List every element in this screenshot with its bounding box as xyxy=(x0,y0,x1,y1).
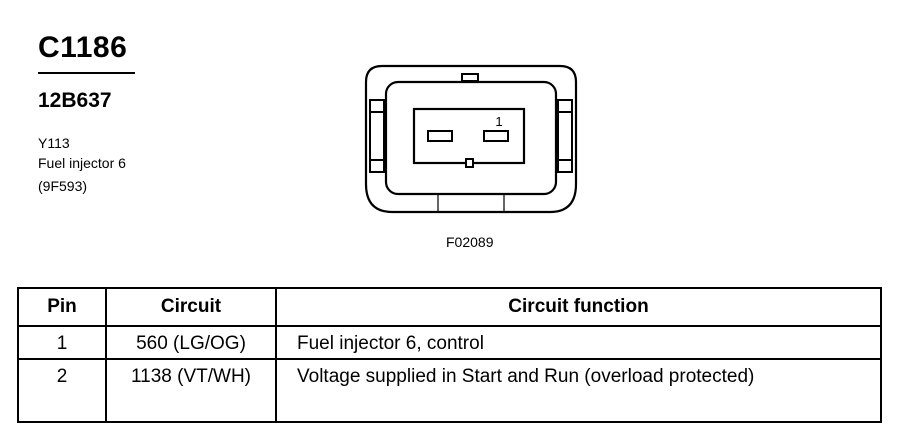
pin-table: Pin Circuit Circuit function 1 560 (LG/O… xyxy=(17,287,882,423)
location-code: Y113 xyxy=(38,135,70,151)
header-circuit-function: Circuit function xyxy=(275,287,882,327)
table-row: 2 1138 (VT/WH) Voltage supplied in Start… xyxy=(17,358,882,423)
right-side-ribs xyxy=(557,99,573,173)
header-circuit: Circuit xyxy=(105,287,277,327)
figure-code: F02089 xyxy=(446,234,494,250)
pin-cell: 1 xyxy=(17,325,107,360)
component-number: (9F593) xyxy=(38,178,88,194)
connector-id-underline xyxy=(38,72,135,74)
circuit-cell: 560 (LG/OG) xyxy=(105,325,277,360)
terminal-1 xyxy=(483,130,509,142)
connector-face-diagram: 1 xyxy=(364,64,578,214)
table-header-row: Pin Circuit Circuit function xyxy=(17,287,882,327)
latch-tab xyxy=(461,73,479,82)
pin-cell: 2 xyxy=(17,358,107,423)
connector-id: C1186 xyxy=(38,31,128,64)
keying-notch xyxy=(465,158,474,168)
part-number: 12B637 xyxy=(38,89,112,112)
left-side-ribs xyxy=(369,99,385,173)
component-description: Fuel injector 6 xyxy=(38,155,126,171)
function-cell: Voltage supplied in Start and Run (overl… xyxy=(275,358,882,423)
pin-1-label: 1 xyxy=(495,114,502,129)
header-pin: Pin xyxy=(17,287,107,327)
table-row: 1 560 (LG/OG) Fuel injector 6, control xyxy=(17,325,882,360)
terminal-2 xyxy=(427,130,453,142)
circuit-cell: 1138 (VT/WH) xyxy=(105,358,277,423)
function-cell: Fuel injector 6, control xyxy=(275,325,882,360)
